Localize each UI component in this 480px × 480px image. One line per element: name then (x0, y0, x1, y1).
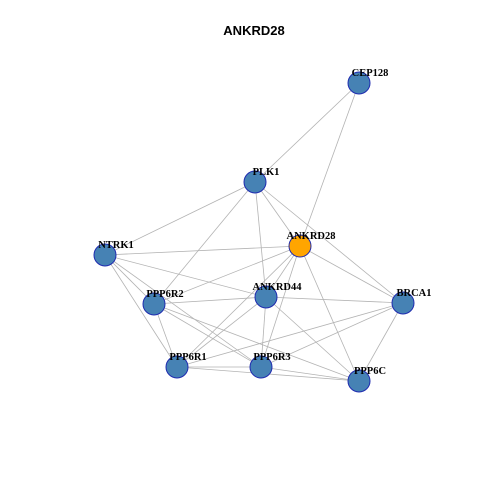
edge-ppp6r3-ppp6c (260, 366, 360, 382)
edge-plk1-ntrk1 (104, 181, 256, 256)
edge-ntrk1-ppp6r3 (104, 254, 262, 368)
nodes-layer (93, 71, 415, 393)
edge-ppp6r2-ppp6c (153, 303, 360, 382)
edge-ankrd44-ppp6r1 (176, 296, 267, 368)
node-label-ankrd44: ANKRD44 (253, 282, 303, 293)
node-ppp6r2 (142, 292, 166, 316)
edge-cep128-plk1 (254, 82, 360, 183)
node-plk1 (243, 170, 267, 194)
edge-ankrd44-ppp6r3 (260, 296, 267, 368)
node-label-plk1: PLK1 (253, 167, 280, 178)
edge-plk1-brca1 (254, 181, 404, 304)
node-brca1 (391, 291, 415, 315)
node-label-brca1: BRCA1 (396, 288, 431, 299)
node-label-ankrd28: ANKRD28 (287, 231, 336, 242)
edge-ntrk1-ankrd44 (104, 254, 267, 298)
node-ntrk1 (93, 243, 117, 267)
edge-brca1-ppp6r1 (176, 302, 404, 368)
edge-ankrd28-ppp6r1 (176, 245, 301, 368)
edge-ppp6r2-ppp6r3 (153, 303, 262, 368)
node-ppp6r3 (249, 355, 273, 379)
edge-plk1-ankrd28 (254, 181, 301, 247)
diagram-title: ANKRD28 (223, 23, 284, 38)
node-label-ppp6r1: PPP6R1 (169, 352, 206, 363)
node-label-ppp6c: PPP6C (354, 366, 386, 377)
edge-ankrd28-ppp6r2 (153, 245, 301, 305)
node-label-ntrk1: NTRK1 (98, 240, 134, 251)
node-label-ppp6r3: PPP6R3 (253, 352, 290, 363)
node-ppp6r1 (165, 355, 189, 379)
edge-ppp6r2-ankrd44 (153, 296, 267, 305)
edge-brca1-ppp6c (358, 302, 404, 382)
edge-plk1-ppp6r2 (153, 181, 256, 305)
edge-plk1-ankrd44 (254, 181, 267, 298)
node-cep128 (347, 71, 371, 95)
node-label-ppp6r2: PPP6R2 (146, 289, 183, 300)
node-label-cep128: CEP128 (352, 68, 389, 79)
edge-ankrd44-brca1 (265, 296, 404, 304)
edge-ankrd28-ppp6c (299, 245, 360, 382)
edge-ankrd28-brca1 (299, 245, 404, 304)
edge-ankrd44-ppp6c (265, 296, 360, 382)
edge-ankrd28-ntrk1 (104, 245, 301, 256)
edge-ntrk1-ppp6r2 (104, 254, 155, 305)
edge-ntrk1-ppp6r1 (104, 254, 178, 368)
node-ankrd28 (288, 234, 312, 258)
edge-brca1-ppp6r3 (260, 302, 404, 368)
edge-cep128-ankrd28 (299, 82, 360, 247)
node-ppp6c (347, 369, 371, 393)
node-ankrd44 (254, 285, 278, 309)
